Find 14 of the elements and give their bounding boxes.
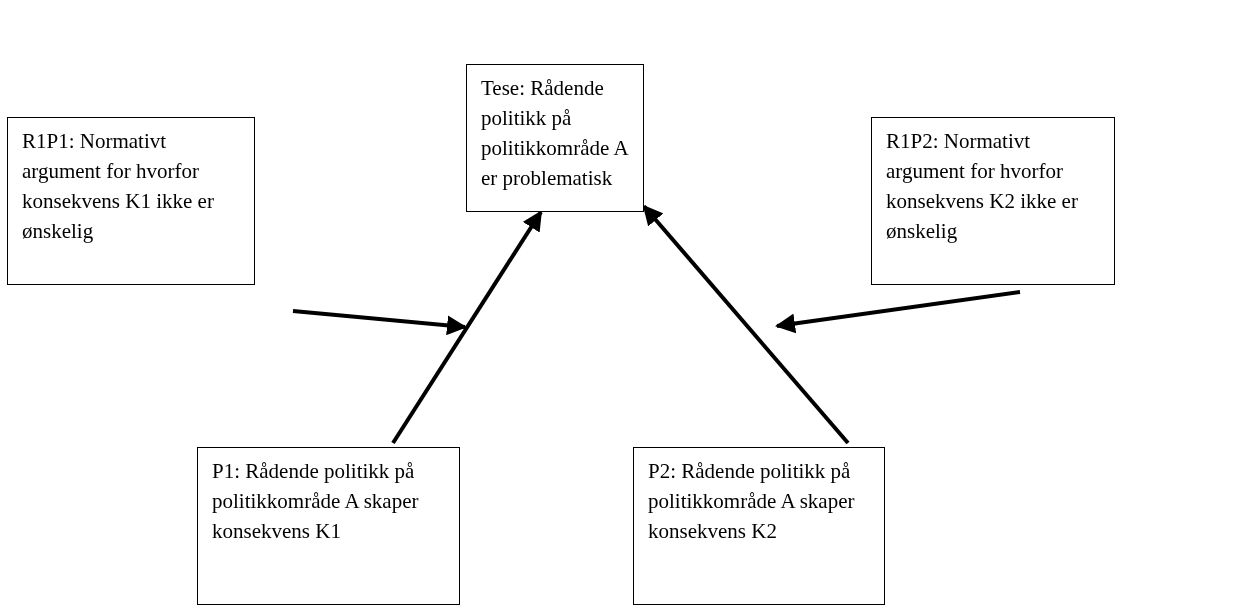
node-text: P2: Rådende politikk på politikkområde A skaper konsekvens K2	[648, 458, 856, 545]
arrow	[391, 210, 543, 445]
text-box	[197, 447, 460, 605]
node-text: R1P2: Normativt argument for hvorfor konsekvens K2 ikke er ønskelig	[886, 128, 1079, 245]
text-box	[871, 117, 1115, 285]
node-text: P1: Rådende politikk på politikkområde A skaper konsekvens K1	[212, 458, 420, 545]
text-box	[466, 64, 644, 212]
node-text: Tese: Rådende politikk på politikkområde A er problematisk	[481, 75, 629, 192]
arrow	[775, 290, 1021, 334]
text-box	[633, 447, 885, 605]
arrow	[292, 309, 467, 336]
arrow	[642, 204, 850, 445]
text-box	[7, 117, 255, 285]
node-text: R1P1: Normativt argument for hvorfor konsekvens K1 ikke er ønskelig	[22, 128, 215, 245]
